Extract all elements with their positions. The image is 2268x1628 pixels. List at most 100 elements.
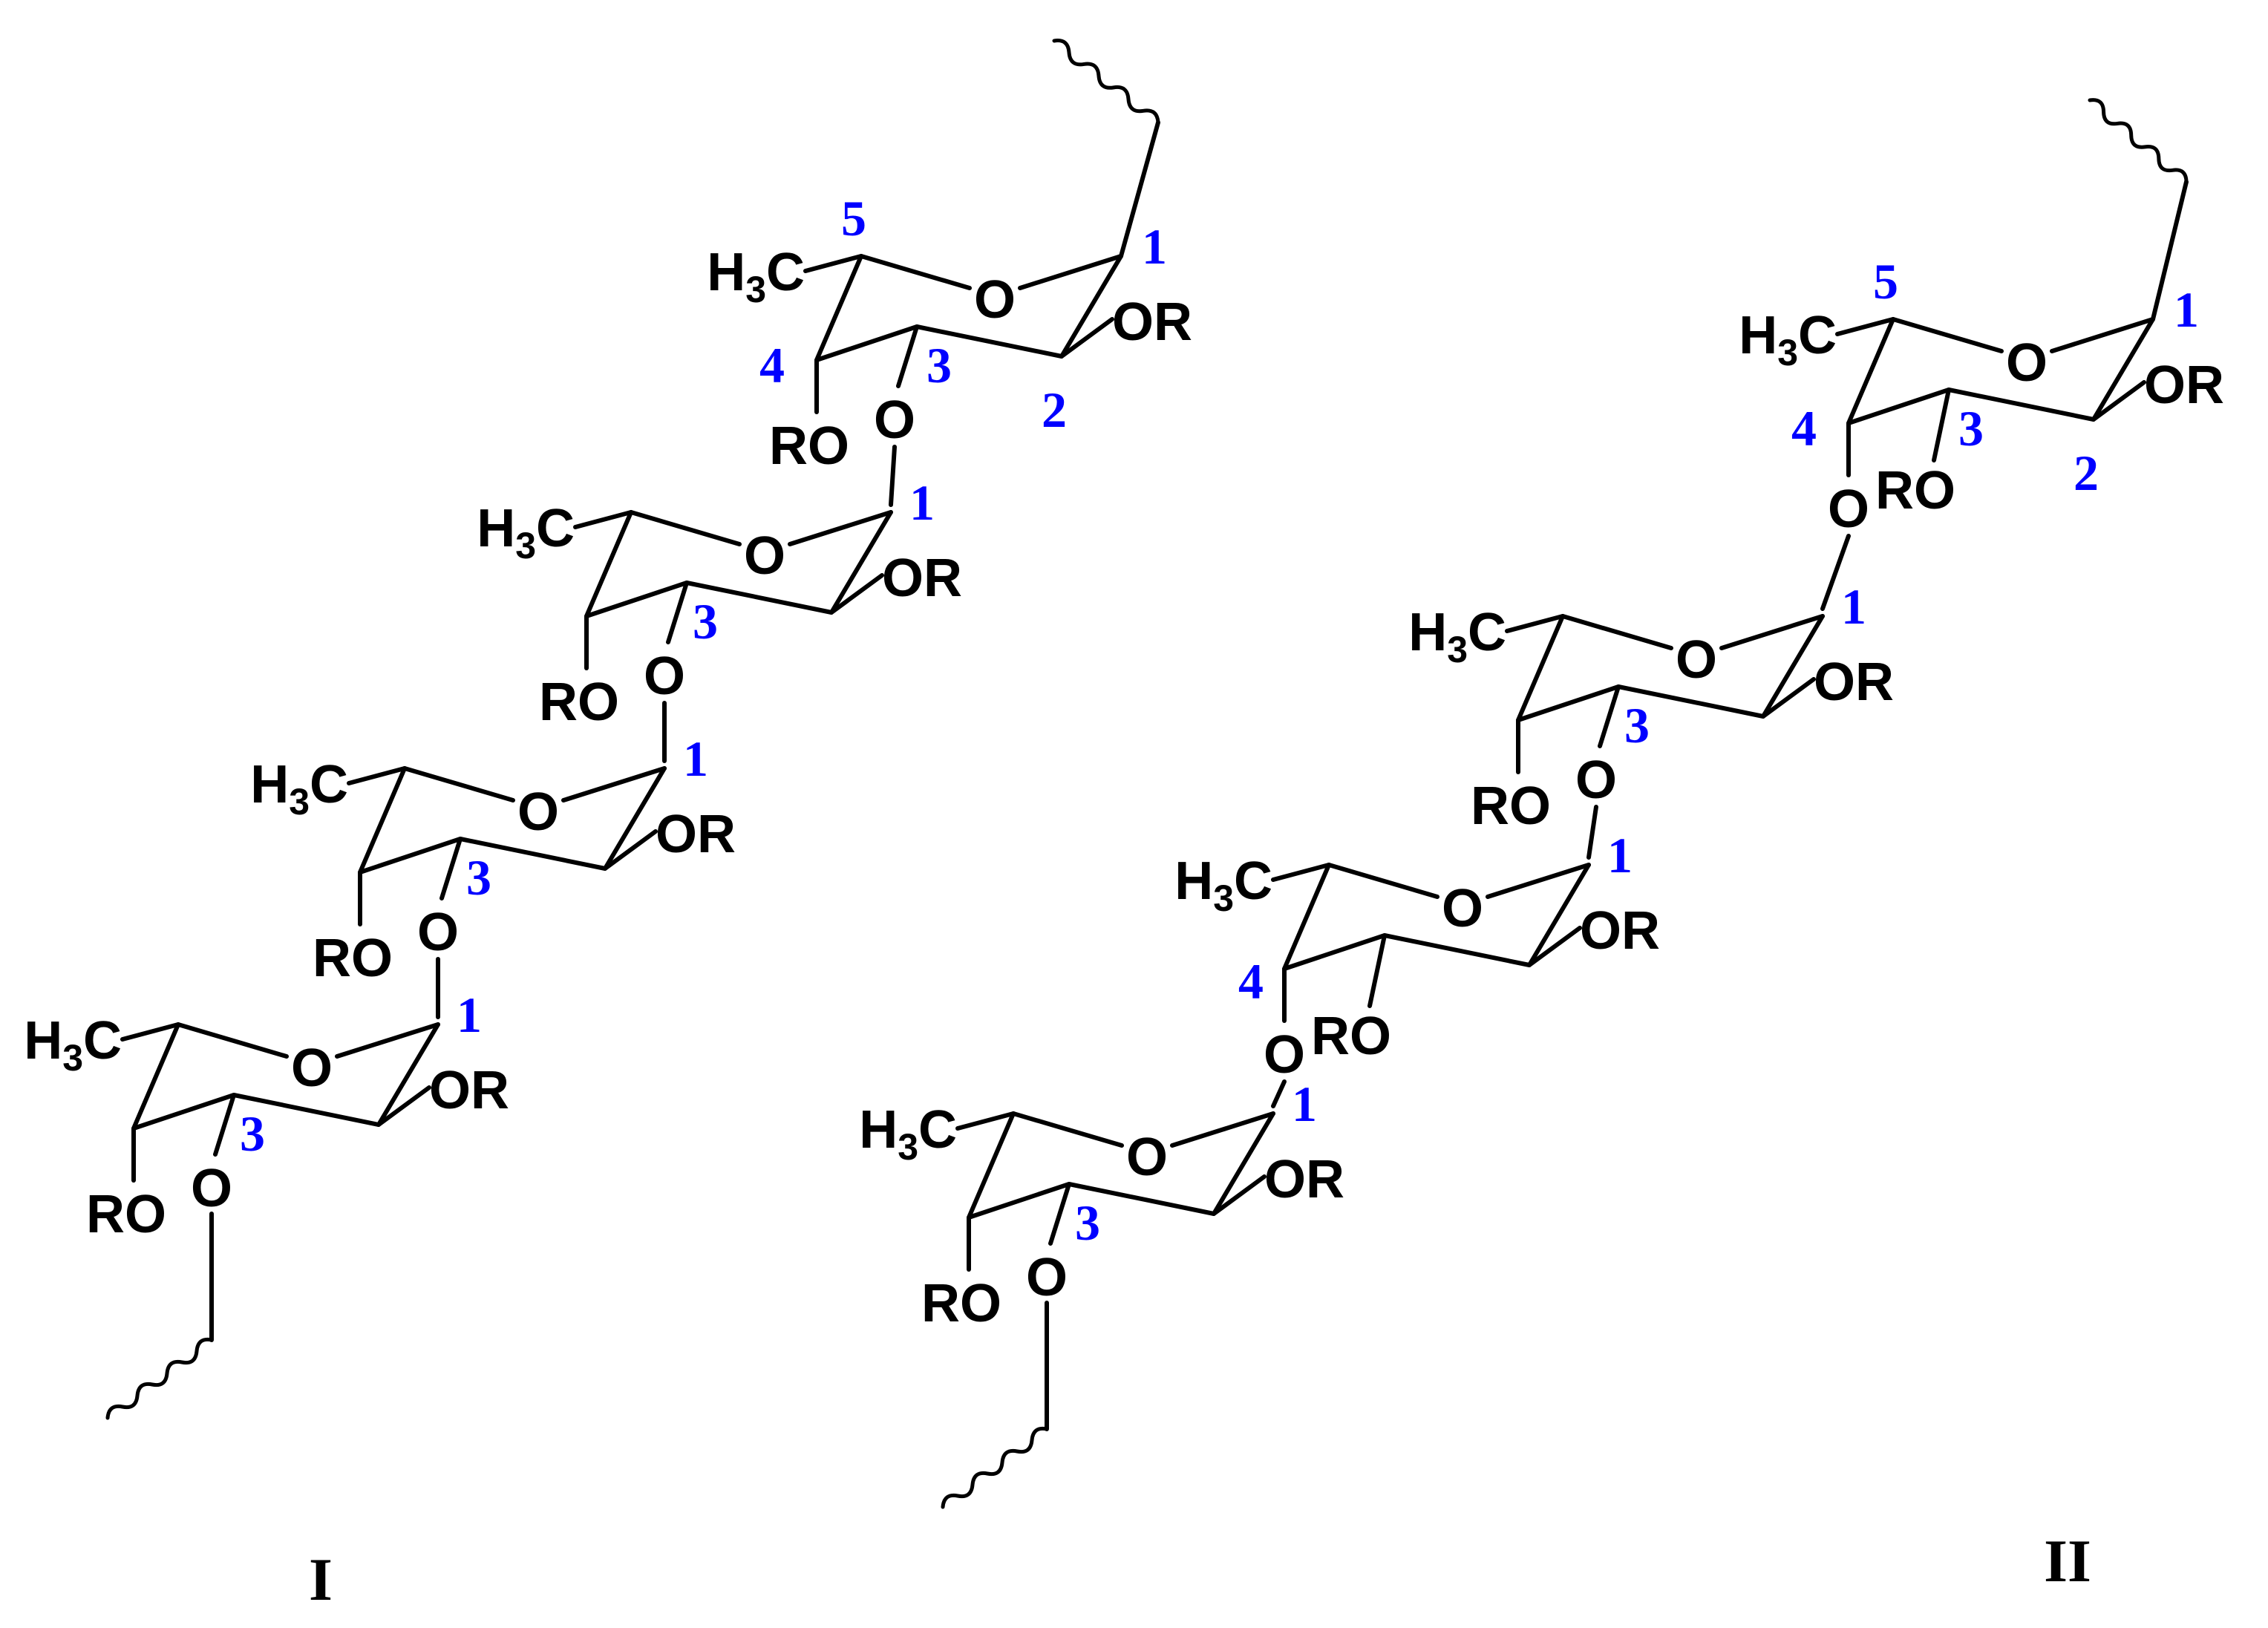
bond	[213, 1093, 236, 1157]
locant-label: 1	[1142, 218, 1167, 275]
locant-label: 1	[909, 474, 935, 531]
locant-label: 3	[927, 337, 952, 393]
bond	[376, 1085, 431, 1127]
bond	[1367, 933, 1387, 1008]
structure-I-caption: I	[309, 1546, 333, 1613]
glycosidic-oxygen-label: O	[644, 647, 685, 706]
methyl-label: H3C	[24, 1011, 122, 1079]
bond	[603, 829, 658, 871]
ester-ro-label: RO	[769, 416, 849, 476]
bond	[788, 510, 893, 546]
ester-ro-label: RO	[539, 673, 619, 732]
bond	[1119, 120, 1160, 258]
glycosidic-oxygen-label: O	[1264, 1025, 1305, 1085]
bond	[1761, 677, 1816, 719]
bond	[1048, 1182, 1071, 1246]
locant-label: 1	[1607, 827, 1633, 883]
bond	[666, 581, 689, 644]
ring-oxygen-label: O	[1126, 1128, 1168, 1187]
bond	[2050, 317, 2155, 353]
bond	[347, 766, 407, 785]
locant-label: 1	[1292, 1076, 1317, 1132]
ester-or-label: OR	[882, 549, 962, 608]
bond	[1719, 614, 1825, 650]
bond	[1170, 1111, 1275, 1148]
bond	[859, 254, 972, 290]
bond	[2151, 180, 2189, 321]
bond	[1891, 317, 2004, 353]
bond	[803, 254, 863, 273]
bond	[402, 766, 515, 802]
locant-label: 1	[683, 730, 708, 787]
glycosidic-oxygen-label: O	[1828, 480, 1869, 539]
ester-or-label: OR	[429, 1061, 509, 1120]
bond	[1486, 863, 1591, 899]
bond	[439, 837, 463, 900]
ester-or-label: OR	[656, 805, 736, 864]
ester-ro-label: RO	[921, 1274, 1001, 1333]
polymer-chain-wavy	[105, 1337, 214, 1420]
locant-label: 3	[1075, 1194, 1100, 1251]
methyl-label: H3C	[1174, 851, 1272, 919]
ring-oxygen-label: O	[1676, 630, 1717, 690]
ester-or-label: OR	[1264, 1150, 1344, 1209]
polymer-chain-wavy	[941, 1426, 1049, 1509]
ring-oxygen-label: O	[517, 782, 559, 842]
locant-label: 3	[466, 849, 491, 906]
methyl-label: H3C	[859, 1100, 957, 1168]
locant-label: 4	[759, 337, 785, 393]
bond	[176, 1022, 289, 1059]
locant-label: 5	[1873, 253, 1898, 310]
bond	[1018, 254, 1123, 290]
bond	[1561, 614, 1673, 650]
bond	[1271, 1079, 1287, 1108]
ester-ro-label: RO	[1875, 461, 1955, 520]
bond	[2091, 380, 2146, 422]
locant-label: 3	[693, 593, 718, 650]
methyl-label: H3C	[250, 755, 348, 823]
ester-or-label: OR	[1112, 292, 1192, 352]
methyl-label: H3C	[1739, 306, 1837, 373]
bond	[1327, 863, 1439, 899]
locant-label: 5	[841, 190, 866, 246]
bond	[896, 324, 919, 388]
ring-oxygen-label: O	[974, 270, 1016, 330]
bond	[889, 445, 897, 507]
ester-or-label: OR	[2144, 356, 2224, 415]
ester-ro-label: RO	[1311, 1007, 1391, 1066]
methyl-label: H3C	[477, 499, 575, 566]
glycosidic-oxygen-label: O	[1026, 1248, 1068, 1307]
bond	[1059, 317, 1114, 359]
methyl-label: H3C	[707, 243, 805, 310]
bond	[120, 1022, 180, 1042]
bond	[1820, 534, 1851, 611]
locant-label: 3	[1624, 697, 1650, 753]
locant-label: 1	[457, 987, 482, 1043]
bond	[1271, 863, 1331, 882]
bond	[1527, 926, 1582, 967]
bond	[955, 1111, 1016, 1131]
locant-label: 2	[1042, 382, 1067, 438]
methyl-label: H3C	[1408, 603, 1506, 670]
bond	[1011, 1111, 1124, 1148]
polymer-chain-wavy	[2088, 98, 2189, 184]
bond	[1598, 684, 1621, 748]
glycosidic-oxygen-label: O	[874, 390, 915, 450]
ester-ro-label: RO	[86, 1185, 166, 1244]
ring-oxygen-label: O	[2006, 333, 2048, 393]
ester-or-label: OR	[1814, 653, 1894, 712]
ring-oxygen-label: O	[291, 1039, 333, 1098]
ring-oxygen-label: O	[744, 526, 785, 586]
ring-oxygen-label: O	[1442, 879, 1483, 938]
locant-label: 1	[1841, 578, 1866, 635]
locant-label: 2	[2073, 445, 2099, 501]
locant-label: 4	[1238, 953, 1264, 1010]
bond	[1505, 614, 1565, 633]
ester-or-label: OR	[1580, 901, 1660, 961]
ester-ro-label: RO	[313, 929, 393, 988]
locant-label: 3	[240, 1105, 265, 1162]
bond	[573, 510, 633, 529]
structure-II-caption: II	[2044, 1527, 2091, 1595]
